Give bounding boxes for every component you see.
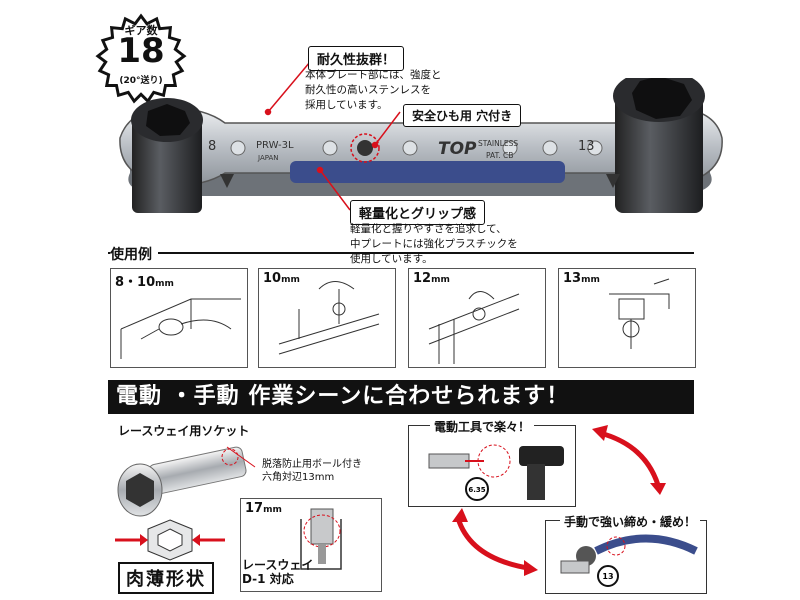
raceway-detail-panel: 17mm: [240, 498, 382, 592]
raceway-compat: レースウェイ D-1 対応: [242, 558, 314, 586]
usage-panel-2: 10mm: [258, 268, 396, 368]
thin-hex-nut: [115, 519, 225, 561]
electric-tool-panel: 6.35: [408, 425, 576, 507]
usage-size-1: 8・10mm: [115, 275, 174, 290]
gear-badge: [95, 13, 187, 104]
wrench-model: PRW-3L: [256, 140, 294, 151]
durability-title: 耐久性抜群！: [308, 46, 405, 71]
usage-panel-3: 12mm: [408, 268, 546, 368]
feed-angle: (20°送り): [119, 76, 163, 86]
usage-illustration-2: [278, 281, 380, 355]
gear-count-number: 18: [117, 31, 165, 71]
hex-size-label: 6.35: [468, 486, 485, 494]
raceway-channel-illustration: [300, 508, 342, 570]
curved-arrow-right: [592, 425, 666, 495]
usage-size-2: 10mm: [263, 271, 300, 286]
raceway-socket-illustration: [117, 446, 247, 517]
durability-text: 本体プレート部には、強度と 耐久性の高いステンレスを 採用しています。: [305, 69, 442, 111]
socket-notes: 脱落防止用ボール付き 六角対辺13mm: [262, 459, 362, 483]
usage-size-3: 12mm: [413, 271, 450, 286]
usage-illustration-1: [120, 298, 241, 359]
wrench-patent: PAT. CB: [486, 151, 513, 160]
strap-hole-title: 安全ひも用 穴付き: [403, 104, 522, 127]
usage-panel-4: 13mm: [558, 268, 696, 368]
usage-title: 使用例: [110, 244, 158, 264]
socket-note-leader: [226, 446, 256, 468]
socket-title: レースウェイ用ソケット: [118, 424, 250, 438]
usage-panel-1: 8・10mm: [110, 268, 248, 368]
manual-size-label: 13: [602, 572, 613, 581]
usage-illustration-4: [609, 278, 670, 349]
usage-divider: [108, 252, 694, 254]
grip-text: 軽量化と握りやすさを追求して、 中プレートには強化プラスチックを 使用しています…: [350, 223, 518, 265]
wrench-origin: JAPAN: [257, 154, 279, 162]
curved-arrow-left: [452, 508, 538, 576]
usage-illustration-3: [428, 291, 520, 364]
electric-title: 電動工具で楽々！: [430, 418, 535, 435]
grip-title: 軽量化とグリップ感: [350, 200, 486, 225]
electric-tool-illustration: 6.35: [428, 444, 564, 501]
thin-profile-label: 肉薄形状: [118, 562, 214, 594]
wrench-size-left: 8: [208, 139, 216, 154]
manual-tool-panel: 13: [545, 520, 707, 594]
electric-manual-banner: 電動 ・手動 作業シーンに合わせられます！: [108, 380, 694, 414]
brand-logo: TOP: [438, 139, 477, 159]
wrench-size-right: 13: [578, 139, 595, 154]
manual-title: 手動で強い締め・緩め！: [560, 513, 701, 530]
manual-tool-illustration: 13: [560, 534, 698, 587]
gear-count-label: ギア数: [124, 24, 158, 37]
ratchet-wrench-illustration: 8 PRW-3L JAPAN TOP STAINLESS PAT. CB 13: [119, 78, 723, 213]
wrench-material: STAINLESS: [478, 139, 518, 148]
raceway-size: 17mm: [245, 501, 282, 516]
usage-size-4: 13mm: [563, 271, 600, 286]
